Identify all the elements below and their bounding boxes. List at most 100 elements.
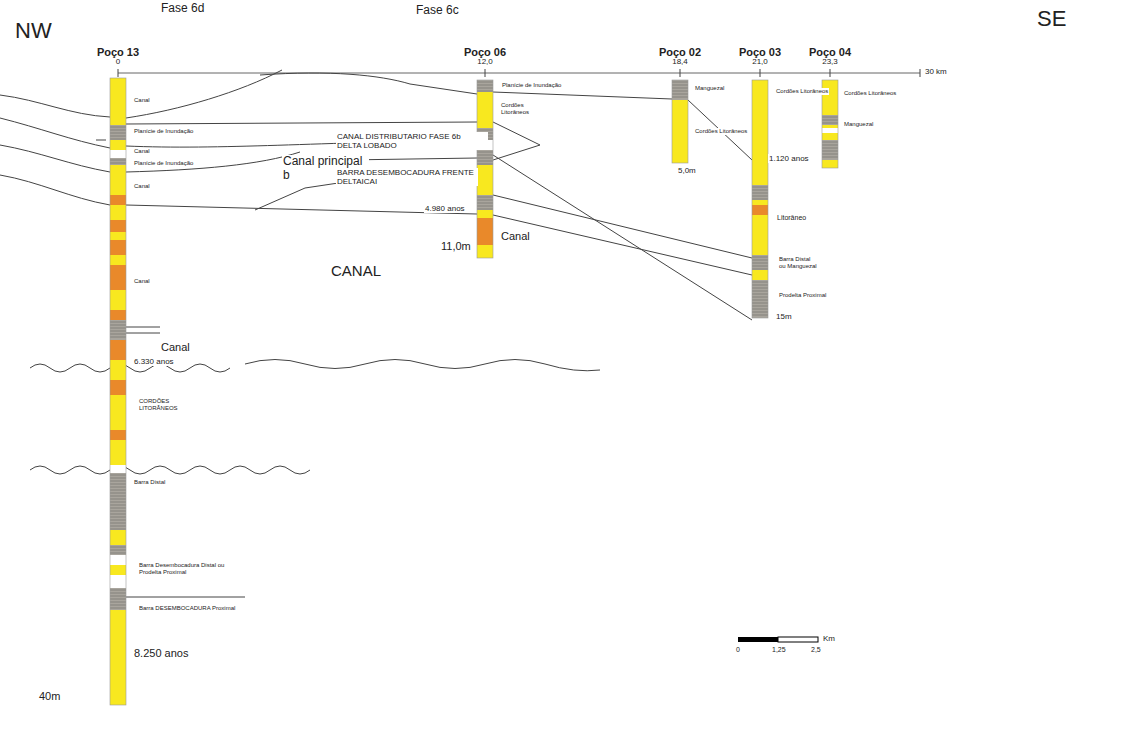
- stripe: [110, 328, 126, 329]
- stripe: [110, 608, 126, 609]
- facies-band: [822, 128, 838, 133]
- stripe: [672, 88, 688, 89]
- facies-band: [110, 195, 126, 205]
- stripe: [477, 197, 493, 198]
- stripe: [752, 263, 768, 264]
- facies-band: [110, 205, 126, 220]
- stripe: [477, 203, 493, 204]
- facies-band: [110, 320, 126, 340]
- stripe: [110, 605, 126, 606]
- stripe: [110, 547, 126, 548]
- stripe: [110, 502, 126, 503]
- facies-band: [110, 380, 126, 395]
- section-label: Canal: [133, 148, 151, 155]
- section-label: Canal: [500, 230, 531, 243]
- stripe: [822, 123, 838, 124]
- facies-band: [110, 610, 126, 705]
- facies-band: [672, 100, 688, 163]
- well-name: Poço 04: [809, 46, 851, 58]
- stripe: [477, 161, 493, 162]
- well-name: Poço 13: [97, 46, 139, 58]
- facies-band: [110, 473, 126, 530]
- section-label: Litorâneo: [776, 214, 807, 222]
- well-distance: 12,0: [464, 58, 506, 67]
- section-label: CANAL DISTRIBUTARIO FASE 6b DELTA LOBADO: [336, 132, 488, 150]
- stripe: [752, 190, 768, 191]
- stripe: [110, 127, 126, 128]
- stripe: [110, 163, 126, 164]
- section-label: Planície de Inundação: [133, 128, 194, 135]
- stripe: [110, 337, 126, 338]
- section-label: Canal: [133, 97, 151, 104]
- stripe: [477, 85, 493, 86]
- section-label: Barra Distal ou Manguezal: [778, 256, 818, 270]
- facies-band: [110, 310, 126, 320]
- stripe: [477, 209, 493, 210]
- stripe: [752, 312, 768, 313]
- stripe: [672, 97, 688, 98]
- stripe: [672, 94, 688, 95]
- facies-band: [110, 78, 126, 125]
- stripe: [752, 196, 768, 197]
- stripe: [110, 331, 126, 332]
- section-label: Canal: [133, 278, 151, 285]
- section-label: Canal: [133, 183, 151, 190]
- stripe: [110, 160, 126, 161]
- stripe: [110, 602, 126, 603]
- well-header: Poço 0321,0: [739, 46, 781, 67]
- stripe: [752, 257, 768, 258]
- facies-band: [110, 255, 126, 265]
- section-label: 5,0m: [677, 166, 697, 175]
- well-column: [752, 80, 768, 318]
- facies-band: [110, 140, 126, 150]
- stripe: [110, 514, 126, 515]
- stripe: [752, 282, 768, 283]
- stripe: [477, 88, 493, 89]
- facies-band: [822, 160, 838, 168]
- section-label: Planície de Inundação: [501, 82, 562, 89]
- section-label: Canal: [160, 341, 191, 354]
- section-label: 15m: [775, 312, 793, 321]
- stripe: [110, 478, 126, 479]
- facies-band: [477, 218, 493, 245]
- stripe: [110, 475, 126, 476]
- stripe: [110, 490, 126, 491]
- facies-band: [110, 430, 126, 440]
- facies-band: [477, 245, 493, 258]
- section-label: 1.120 anos: [768, 154, 810, 163]
- facies-band: [752, 280, 768, 318]
- facies-band: [110, 395, 126, 430]
- facies-band: [110, 125, 126, 140]
- facies-band: [752, 205, 768, 215]
- stripe: [672, 85, 688, 86]
- section-label: Cordões Litorâneos: [843, 90, 897, 97]
- section-label: 6.330 anos: [133, 357, 175, 366]
- section-label: Prodelta Proximal: [778, 292, 827, 299]
- well-distance: 0: [97, 58, 139, 67]
- stripe: [110, 550, 126, 551]
- facies-band: [752, 255, 768, 270]
- facies-band: [822, 125, 838, 128]
- stripe: [752, 300, 768, 301]
- stripe: [477, 91, 493, 92]
- section-label: NW: [14, 18, 53, 43]
- section-label: 40m: [38, 690, 61, 703]
- stripe: [822, 154, 838, 155]
- section-label: SE: [1036, 6, 1067, 31]
- facies-band: [110, 465, 126, 473]
- facies-band: [477, 165, 493, 195]
- section-label: Barra Desembocadura Distal ou Prodelta P…: [138, 562, 230, 576]
- stripe: [477, 82, 493, 83]
- facies-band: [672, 80, 688, 100]
- facies-band: [110, 360, 126, 380]
- section-label: Planície de Inundação: [133, 160, 194, 167]
- stripe: [110, 484, 126, 485]
- stripe: [110, 593, 126, 594]
- section-label: 2,5: [810, 646, 822, 654]
- stripe: [822, 157, 838, 158]
- facies-band: [110, 265, 126, 290]
- stripe: [752, 297, 768, 298]
- stripe: [752, 294, 768, 295]
- facies-band: [110, 165, 126, 195]
- stripe: [110, 136, 126, 137]
